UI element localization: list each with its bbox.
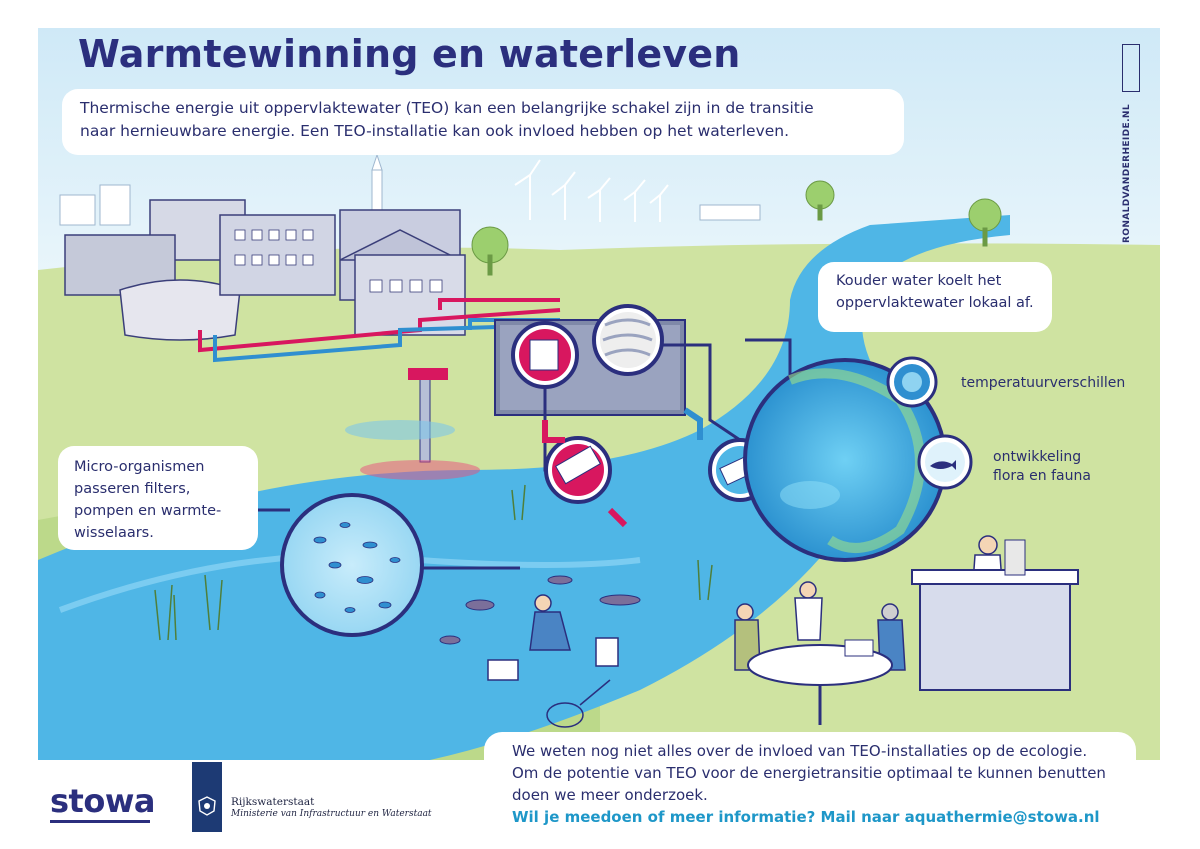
filter-detail-circle	[511, 321, 579, 389]
intro-line-2: naar hernieuwbare energie. Een TEO-insta…	[80, 122, 790, 140]
stowa-logo-underline	[50, 820, 150, 823]
micro-organisms-circle	[280, 493, 424, 637]
temperature-icon	[886, 356, 938, 408]
river-detail-circle	[743, 358, 947, 562]
stowa-logo: stowa	[50, 782, 155, 820]
river	[38, 215, 1010, 760]
town-skyline	[59, 153, 761, 226]
info-callout: We weten nog niet alles over de invloed …	[484, 732, 1136, 838]
flora-line-2: flora en fauna	[993, 468, 1091, 484]
heat-exchanger-detail-circle	[592, 304, 664, 376]
kouder-line-1: Kouder water koelt het	[836, 273, 1002, 289]
flora-fauna-label: ontwikkeling flora en fauna	[993, 448, 1091, 486]
crest-icon	[198, 796, 216, 816]
artist-signature: RONALDVANDERHEIDE.NL	[1122, 44, 1144, 243]
building-windows	[234, 229, 443, 293]
micro-line-2: passeren filters,	[74, 481, 191, 497]
micro-line-1: Micro-organismen	[74, 459, 205, 475]
contact-link[interactable]: Wil je meedoen of meer informatie? Mail …	[512, 808, 1100, 826]
info-line-1: We weten nog niet alles over de invloed …	[512, 742, 1088, 760]
lab-bench	[911, 539, 1079, 691]
rijkswaterstaat-name: Rijkswaterstaat	[231, 796, 315, 808]
page-title: Warmtewinning en waterleven	[78, 32, 741, 76]
field-equipment	[487, 637, 619, 728]
cold-water-callout: Kouder water koelt het oppervlaktewater …	[818, 262, 1052, 332]
info-line-2: Om de potentie van TEO voor de energietr…	[512, 764, 1106, 782]
info-line-3: doen we meer onderzoek.	[512, 786, 708, 804]
wind-turbines	[514, 159, 669, 222]
kouder-line-2: oppervlaktewater lokaal af.	[836, 295, 1034, 311]
intro-callout: Thermische energie uit oppervlaktewater …	[62, 89, 904, 155]
micro-organisms-callout: Micro-organismen passeren filters, pompe…	[58, 446, 258, 550]
reeds	[154, 484, 713, 641]
meeting-table	[747, 639, 893, 725]
artist-url: RONALDVANDERHEIDE.NL	[1122, 104, 1132, 244]
pipes	[198, 298, 561, 363]
micro-line-3: pompen en warmte-	[74, 503, 222, 519]
intro-line-1: Thermische energie uit oppervlaktewater …	[80, 99, 814, 117]
outflow-pipes	[542, 407, 703, 528]
fish	[439, 575, 641, 645]
flora-fauna-icon	[917, 434, 973, 490]
pump-detail-circle	[544, 436, 612, 504]
ministry-name: Ministerie van Infrastructuur en Waterst…	[231, 809, 432, 819]
micro-line-4: wisselaars.	[74, 525, 154, 541]
flora-line-1: ontwikkeling	[993, 449, 1082, 465]
temperature-label: temperatuurverschillen	[961, 375, 1126, 391]
trees	[471, 180, 1002, 276]
artist-mark	[1122, 44, 1140, 92]
